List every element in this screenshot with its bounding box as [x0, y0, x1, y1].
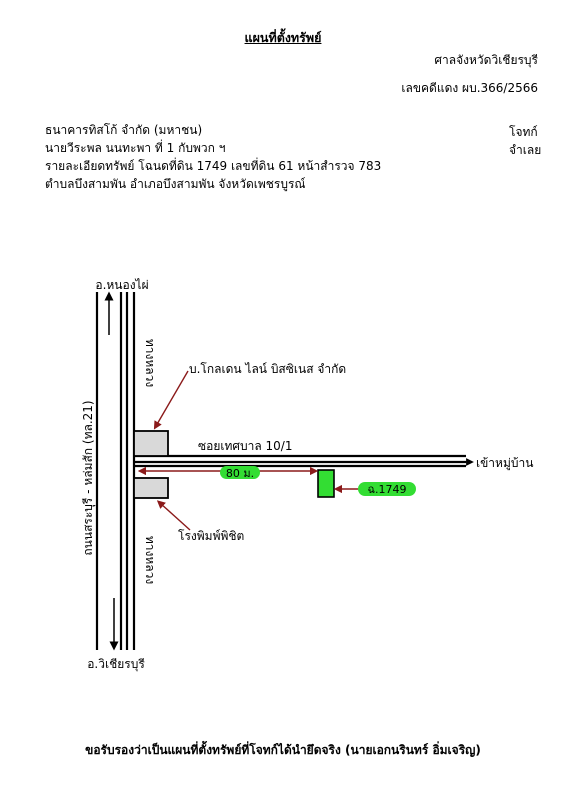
soi-label: ซอยเทศบาล 10/1 — [198, 439, 292, 453]
plaintiff-role: โจทก์ — [509, 125, 538, 139]
company-building — [133, 430, 169, 457]
court-name: ศาลจังหวัดวิเชียรบุรี — [434, 53, 538, 67]
company-label: บ.โกลเดน ไลน์ บิสซิเนส จำกัด — [189, 362, 346, 376]
defendant-role: จำเลย — [509, 143, 542, 157]
certification-statement: ขอรับรองว่าเป็นแผนที่ตั้งทรัพย์ที่โจทก์ไ… — [85, 743, 481, 757]
printer-building — [133, 477, 169, 499]
printer-label: โรงพิมพ์พิชิต — [178, 529, 244, 543]
parcel-label: ฉ.1749 — [368, 483, 407, 496]
company-pointer — [153, 370, 189, 430]
highway-label: ถนนสระบุรี - หล่มสัก (ทล.21) — [81, 400, 96, 555]
plaintiff-name: ธนาคารทิสโก้ จำกัด (มหาชน) — [45, 123, 203, 137]
property-detail: รายละเอียดทรัพย์ โฉนดที่ดิน 1749 เลขที่ด… — [45, 159, 382, 173]
property-parcel — [317, 469, 335, 498]
printer-pointer — [156, 500, 191, 531]
village-label: เข้าหมู่บ้าน — [476, 456, 533, 471]
lane-upper-label: ทางหลวง — [143, 339, 157, 387]
north-label: อ.หนองไผ่ — [95, 278, 148, 292]
page-title: แผนที่ตั้งทรัพย์ — [244, 30, 322, 45]
defendant-name: นายวีระพล นนทะพา ที่ 1 กับพวก ฯ — [45, 141, 226, 155]
distance-highlight — [220, 466, 260, 479]
distance-label: 80 ม. — [226, 467, 254, 480]
soi-road — [134, 454, 466, 468]
case-number: เลขคดีแดง ผบ.366/2566 — [401, 81, 538, 95]
property-location: ตำบลบึงสามพัน อำเภอบึงสามพัน จังหวัดเพชร… — [45, 177, 306, 191]
south-label: อ.วิเชียรบุรี — [87, 657, 145, 672]
parcel-highlight — [358, 482, 416, 496]
main-highway — [95, 292, 136, 650]
lane-lower-label: ทางหลวง — [143, 536, 157, 584]
